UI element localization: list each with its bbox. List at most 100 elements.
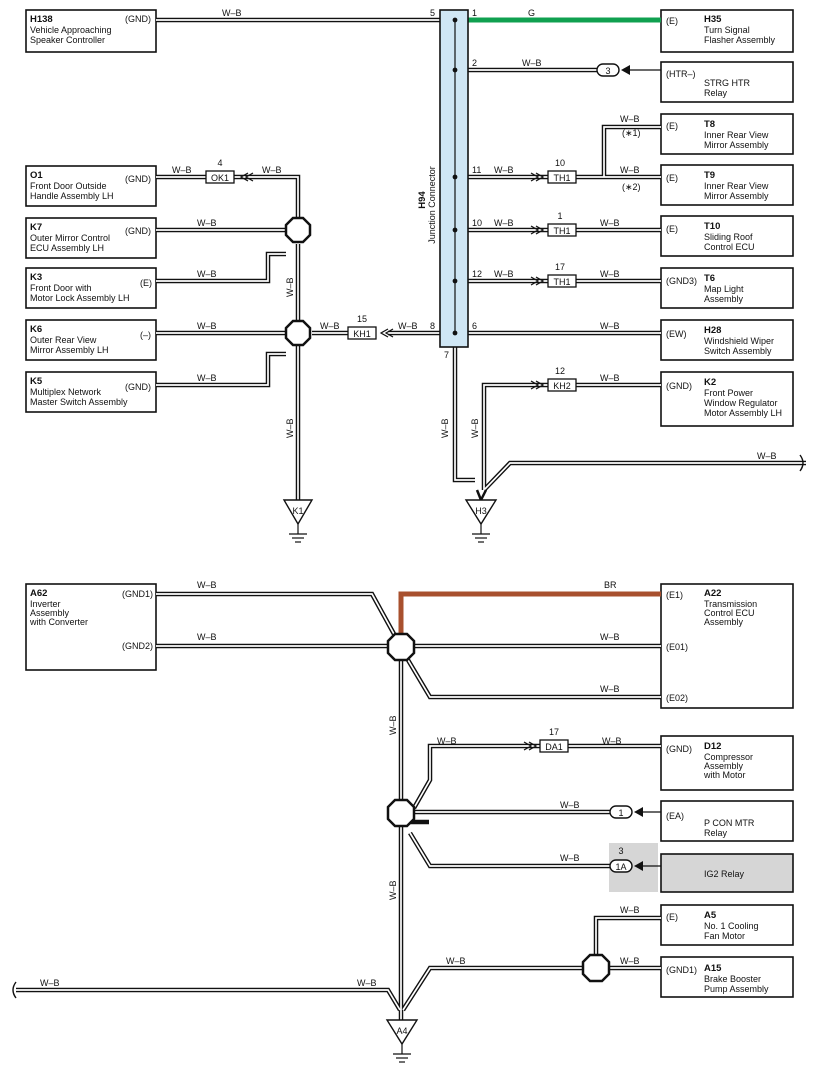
svg-text:W–B: W–B bbox=[600, 269, 620, 279]
svg-text:T8: T8 bbox=[704, 119, 715, 130]
svg-text:W–B: W–B bbox=[600, 632, 620, 642]
svg-text:T10: T10 bbox=[704, 221, 720, 232]
svg-text:(E): (E) bbox=[666, 912, 678, 922]
component-t10: (E) T10 Sliding Roof Control ECU bbox=[660, 215, 794, 257]
svg-text:(GND): (GND) bbox=[125, 226, 151, 236]
svg-text:A5: A5 bbox=[704, 910, 717, 921]
svg-text:(GND2): (GND2) bbox=[122, 641, 153, 651]
svg-text:TH1: TH1 bbox=[553, 173, 570, 183]
svg-text:A4: A4 bbox=[396, 1026, 407, 1036]
jc-pin-11: 11 bbox=[472, 165, 481, 175]
svg-text:(GND): (GND) bbox=[666, 381, 692, 391]
top-wire-labels: W–B G W–B W–B W–B W–B W–B W–B W–B W–B W–… bbox=[172, 8, 777, 461]
svg-text:Inner Rear View: Inner Rear View bbox=[704, 130, 769, 140]
component-h28: (EW) H28 Windshield Wiper Switch Assembl… bbox=[660, 319, 794, 361]
svg-text:4: 4 bbox=[217, 158, 222, 168]
component-t6: (GND3) T6 Map Light Assembly bbox=[660, 267, 794, 309]
svg-text:15: 15 bbox=[357, 314, 367, 324]
svg-text:W–B: W–B bbox=[197, 269, 217, 279]
svg-text:P CON MTR: P CON MTR bbox=[704, 818, 755, 828]
svg-text:Mirror Assembly LH: Mirror Assembly LH bbox=[30, 345, 109, 355]
svg-text:(GND): (GND) bbox=[125, 14, 151, 24]
svg-text:Window Regulator: Window Regulator bbox=[704, 398, 778, 408]
svg-text:G: G bbox=[528, 8, 535, 18]
ground-k1: K1 bbox=[282, 499, 314, 543]
connector-th1-17: TH1 17 bbox=[530, 262, 577, 288]
svg-text:W–B: W–B bbox=[494, 165, 514, 175]
svg-text:W–B: W–B bbox=[620, 165, 640, 175]
component-h35: (E) H35 Turn Signal Flasher Assembly bbox=[660, 9, 794, 53]
svg-text:Front Door with: Front Door with bbox=[30, 283, 92, 293]
svg-text:W–B: W–B bbox=[40, 978, 60, 988]
component-k3: K3 Front Door with Motor Lock Assembly L… bbox=[25, 267, 157, 309]
svg-text:17: 17 bbox=[555, 262, 565, 272]
svg-text:W–B: W–B bbox=[197, 373, 217, 383]
connector-pcon: 1 bbox=[609, 805, 661, 819]
svg-text:H138: H138 bbox=[30, 14, 53, 25]
svg-text:W–B: W–B bbox=[494, 269, 514, 279]
svg-text:OK1: OK1 bbox=[211, 173, 229, 183]
svg-text:(GND1): (GND1) bbox=[122, 589, 153, 599]
component-k6: K6 Outer Rear View Mirror Assembly LH (–… bbox=[25, 319, 157, 361]
svg-text:W–B: W–B bbox=[262, 165, 282, 175]
svg-text:T9: T9 bbox=[704, 170, 715, 181]
svg-text:W–B: W–B bbox=[600, 321, 620, 331]
connector-ig2-1a: 1A 3 bbox=[609, 846, 661, 873]
component-t9: (E) T9 Inner Rear View Mirror Assembly bbox=[660, 164, 794, 206]
svg-text:D12: D12 bbox=[704, 741, 721, 752]
ground-a4: A4 bbox=[385, 1019, 419, 1063]
connector-strg-htr: 3 bbox=[596, 63, 661, 77]
svg-text:H35: H35 bbox=[704, 14, 722, 25]
connector-da1: DA1 17 bbox=[523, 727, 569, 753]
svg-text:W–B: W–B bbox=[470, 418, 480, 438]
svg-text:K1: K1 bbox=[292, 506, 303, 516]
svg-text:Map Light: Map Light bbox=[704, 284, 744, 294]
svg-text:Mirror Assembly: Mirror Assembly bbox=[704, 140, 769, 150]
svg-text:W–B: W–B bbox=[757, 451, 777, 461]
component-t8: (E) T8 Inner Rear View Mirror Assembly bbox=[660, 113, 794, 155]
svg-text:Windshield Wiper: Windshield Wiper bbox=[704, 336, 774, 346]
svg-text:W–B: W–B bbox=[357, 978, 377, 988]
svg-text:T6: T6 bbox=[704, 273, 715, 284]
svg-text:(E): (E) bbox=[666, 224, 678, 234]
svg-text:K6: K6 bbox=[30, 324, 42, 335]
svg-text:(GND3): (GND3) bbox=[666, 276, 697, 286]
svg-text:Turn Signal: Turn Signal bbox=[704, 25, 750, 35]
component-k5: K5 Multiplex Network Master Switch Assem… bbox=[25, 371, 157, 413]
svg-text:Mirror Assembly: Mirror Assembly bbox=[704, 191, 769, 201]
svg-text:IG2 Relay: IG2 Relay bbox=[704, 869, 745, 879]
component-k2: (GND) K2 Front Power Window Regulator Mo… bbox=[660, 371, 794, 427]
svg-text:Junction Connector: Junction Connector bbox=[427, 166, 437, 244]
svg-text:(HTR–): (HTR–) bbox=[666, 69, 696, 79]
junction-dots bbox=[452, 17, 458, 336]
note-1: (∗1) bbox=[622, 128, 641, 138]
jc-pin-1: 1 bbox=[472, 8, 477, 18]
component-d12: (GND) D12 Compressor Assembly with Motor bbox=[660, 735, 794, 791]
svg-text:Transmission: Transmission bbox=[704, 599, 757, 609]
component-strg-htr-relay: (HTR–) STRG HTR Relay bbox=[660, 61, 794, 103]
svg-text:10: 10 bbox=[555, 158, 565, 168]
component-a5: (E) A5 No. 1 Cooling Fan Motor bbox=[660, 904, 794, 946]
svg-text:3: 3 bbox=[605, 66, 610, 76]
svg-text:W–B: W–B bbox=[320, 321, 340, 331]
svg-text:(EA): (EA) bbox=[666, 811, 684, 821]
component-a22: (E1) (E01) (E02) A22 Transmission Contro… bbox=[660, 583, 794, 709]
svg-text:KH2: KH2 bbox=[553, 381, 571, 391]
svg-text:W–B: W–B bbox=[600, 373, 620, 383]
svg-text:No. 1 Cooling: No. 1 Cooling bbox=[704, 921, 759, 931]
connector-ok1: OK1 4 bbox=[205, 158, 254, 184]
svg-text:Front Door Outside: Front Door Outside bbox=[30, 181, 107, 191]
svg-text:(EW): (EW) bbox=[666, 329, 687, 339]
svg-text:(GND): (GND) bbox=[666, 744, 692, 754]
svg-text:Pump Assembly: Pump Assembly bbox=[704, 984, 769, 994]
svg-text:(E): (E) bbox=[666, 173, 678, 183]
bottom-wires bbox=[12, 591, 661, 1020]
svg-text:Brake Booster: Brake Booster bbox=[704, 974, 761, 984]
svg-text:H28: H28 bbox=[704, 325, 721, 336]
svg-text:(E): (E) bbox=[140, 278, 152, 288]
svg-text:K7: K7 bbox=[30, 222, 42, 233]
svg-text:W–B: W–B bbox=[600, 684, 620, 694]
svg-text:(GND): (GND) bbox=[125, 174, 151, 184]
connector-th1-1: TH1 1 bbox=[530, 211, 577, 237]
